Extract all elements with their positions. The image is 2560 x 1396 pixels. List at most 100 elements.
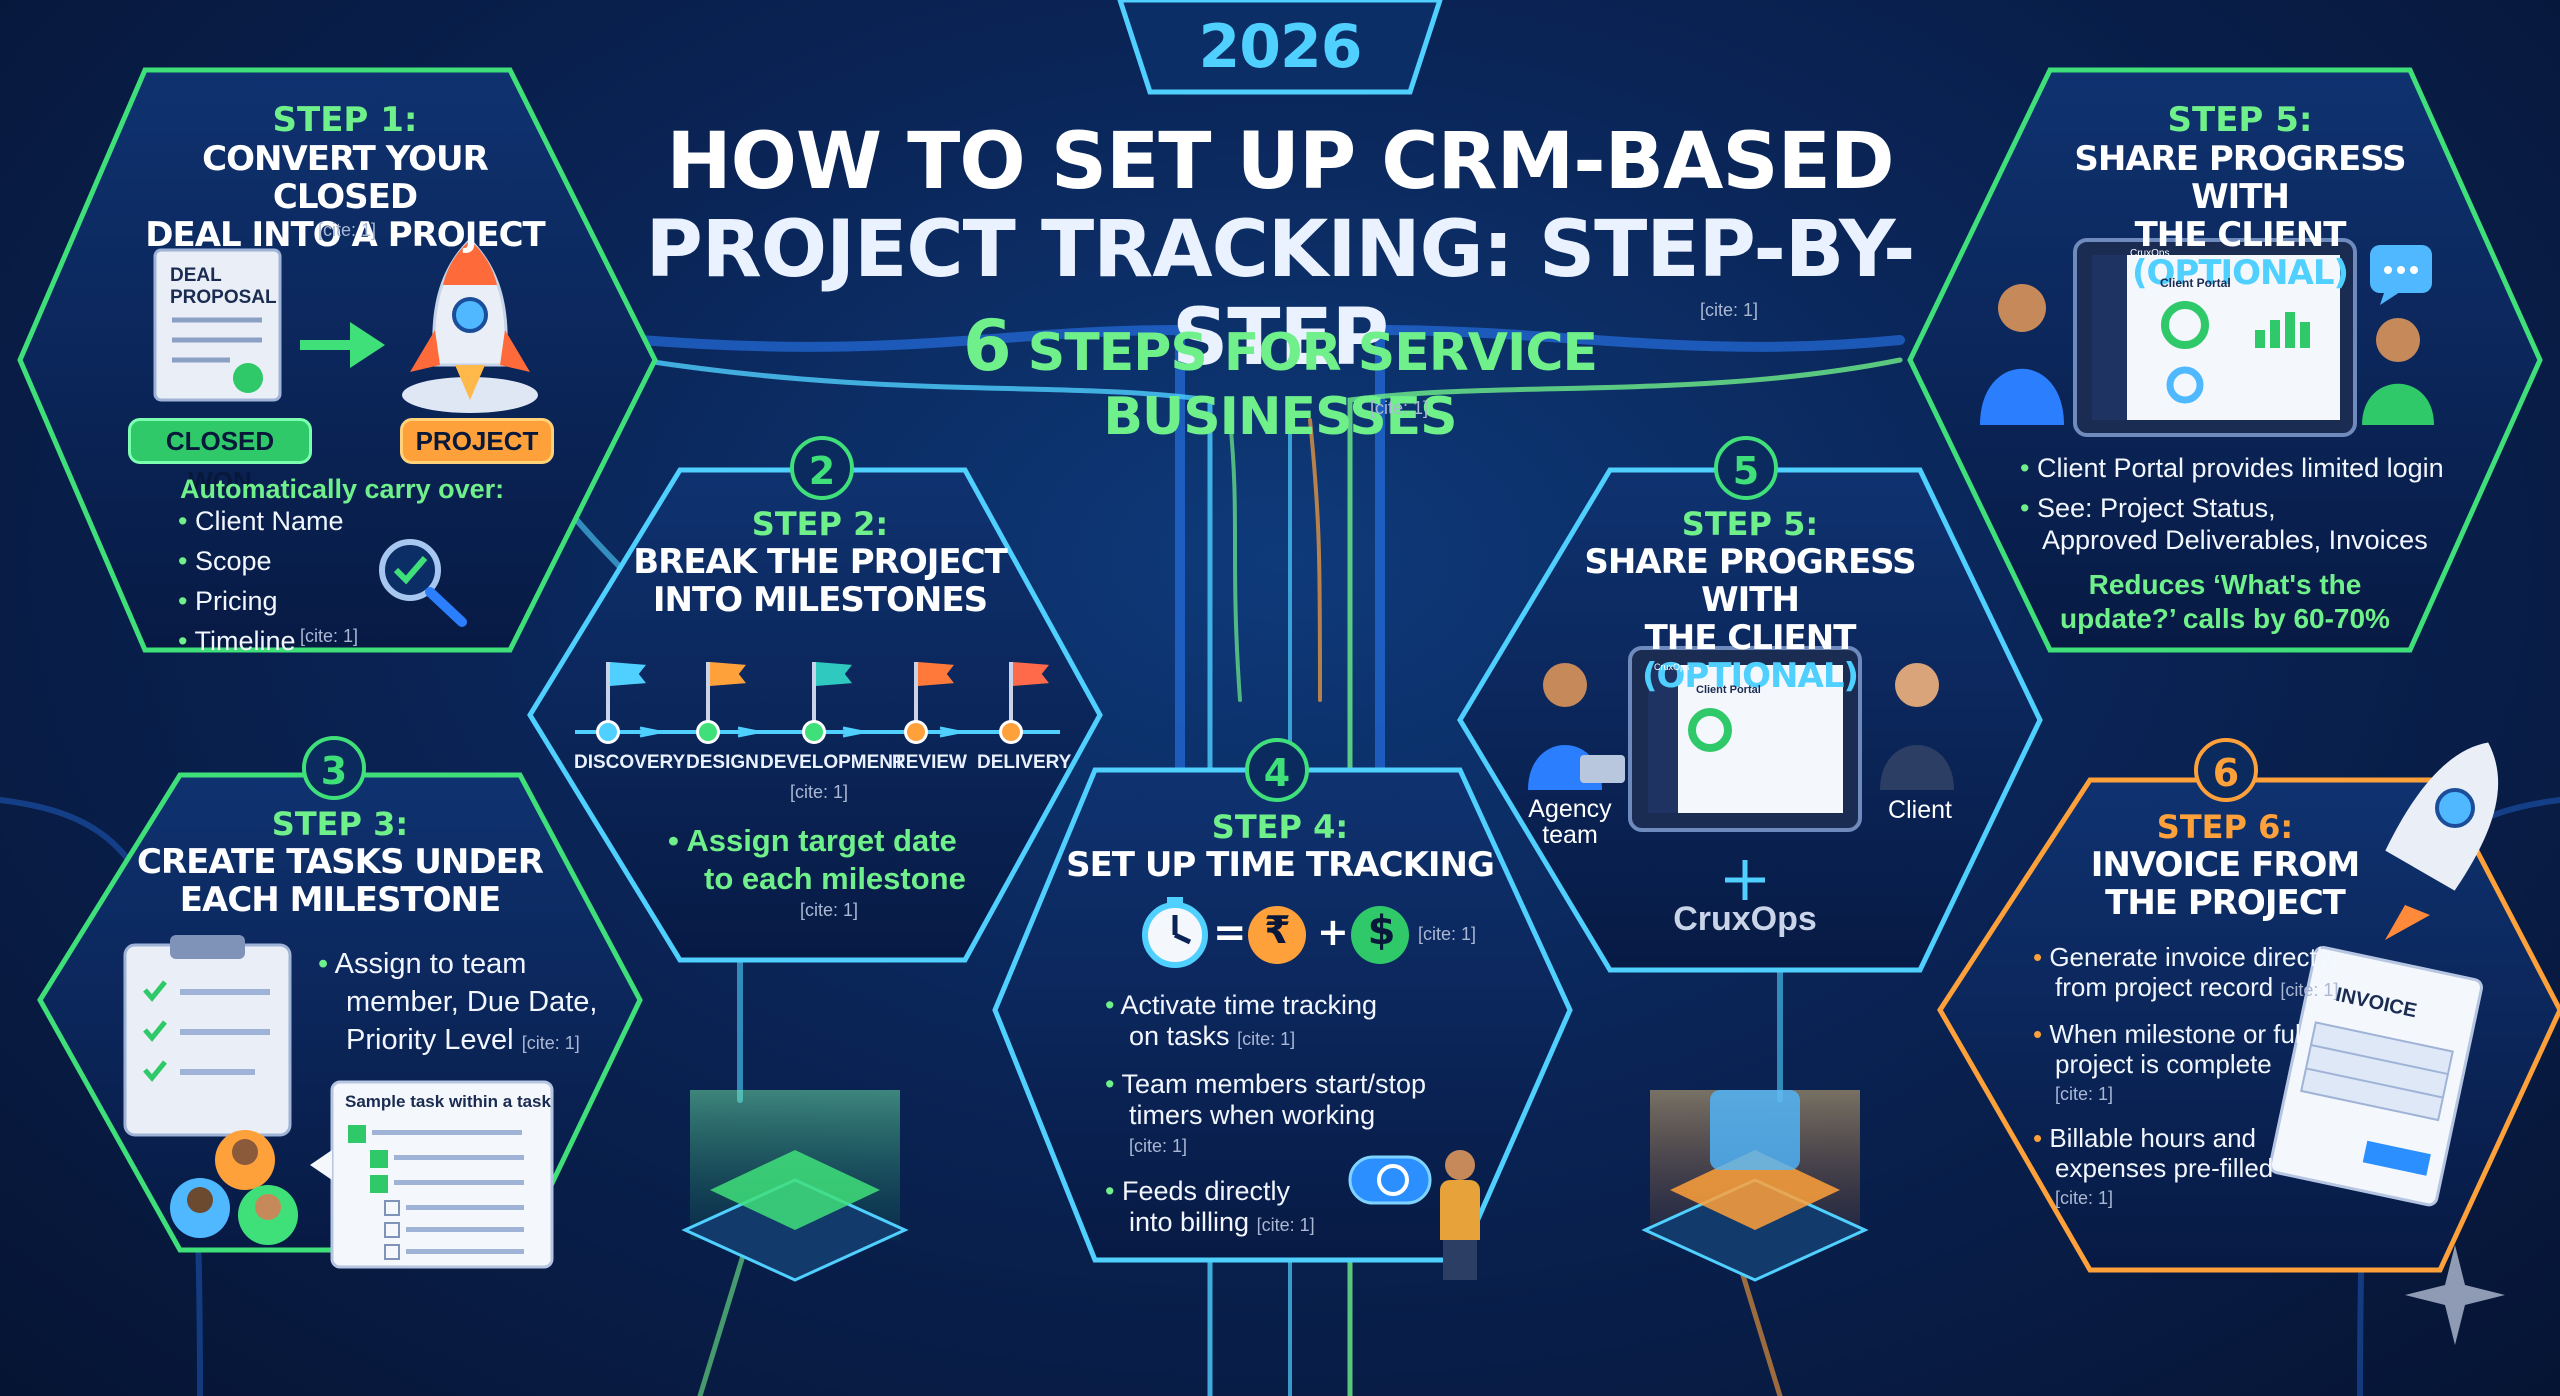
doc-label: DEAL PROPOSAL	[170, 265, 277, 309]
sample-task-title: Sample task within a task	[345, 1092, 551, 1111]
milestone-label: DEVELOPMENT	[760, 752, 905, 773]
step3-number: 3	[302, 736, 366, 800]
step5c-title-1: SHARE PROGRESS WITH	[1584, 542, 1916, 621]
year-label: 2026	[1198, 12, 1363, 82]
agency-person-icon	[1528, 663, 1625, 790]
step3-cite: [cite: 1]	[521, 1033, 580, 1053]
equals-sign: =	[1213, 910, 1247, 956]
cruxops-brand: CruxOps	[1673, 900, 1817, 938]
checkbox-empty	[384, 1200, 400, 1216]
team-avatars	[170, 1130, 298, 1245]
flag-pole	[606, 662, 610, 732]
step3-bullet-1: Assign to team	[334, 948, 527, 980]
step3-tag: STEP 3:	[271, 805, 409, 843]
flag-pole	[706, 662, 710, 732]
list-item: • Generate invoice directly	[2033, 942, 2336, 972]
carry-over-label: Automatically carry over:	[180, 474, 505, 504]
task-line	[372, 1130, 522, 1135]
step1-tag: STEP 1:	[272, 100, 418, 140]
checkbox-empty	[384, 1222, 400, 1238]
step3-bullet-2: member, Due Date,	[346, 986, 598, 1018]
step6-heading: STEP 6: INVOICE FROM THE PROJECT	[2030, 808, 2420, 922]
step2-cite-2: [cite: 1]	[800, 900, 859, 920]
dollar-symbol: $	[1367, 908, 1396, 954]
list-item-cont: Approved Deliverables, Invoices	[2042, 525, 2428, 555]
hex-step1	[17, 67, 658, 653]
step5r-note: Reduces ‘What's the update?’ calls by 60…	[2030, 568, 2420, 636]
green-pedestal	[681, 1090, 909, 1282]
head	[1445, 1150, 1475, 1180]
step1-title-2: DEAL INTO A PROJECT	[145, 215, 545, 256]
closed-won-badge: CLOSED WON	[128, 418, 312, 496]
list-item: • Billable hours and	[2033, 1123, 2257, 1153]
doc-label-1: DEAL	[170, 265, 222, 286]
milestone-dot	[596, 720, 620, 744]
step3-title-2: EACH MILESTONE	[179, 880, 501, 921]
list-item: • See: Project Status,	[2020, 493, 2276, 523]
step1-title-1: CONVERT YOUR CLOSED	[202, 139, 489, 218]
step4-number: 4	[1245, 738, 1309, 802]
step4-tag: STEP 4:	[1211, 808, 1349, 846]
step6-cite-3: [cite: 1]	[2055, 1188, 2114, 1208]
milestone-dot	[696, 720, 720, 744]
subtitle-number: 6	[962, 305, 1012, 387]
checkbox-checked	[370, 1175, 388, 1193]
list-item: • Scope	[178, 545, 272, 576]
doc-label-2: PROPOSAL	[170, 287, 277, 308]
list-item: • When milestone or full	[2033, 1019, 2307, 1049]
flag-pole	[1009, 662, 1013, 732]
step5r-title-1: SHARE PROGRESS WITH	[2074, 139, 2406, 218]
page-title: HOW TO SET UP CRM-BASED PROJECT TRACKING…	[640, 118, 1920, 382]
clipboard-icon	[123, 935, 292, 1137]
client-label: Client	[1888, 796, 1952, 824]
dollar-coin-icon	[1351, 906, 1409, 964]
step6-title-1: INVOICE FROM	[2090, 845, 2361, 885]
step1-cite: [cite: 1]	[318, 220, 377, 240]
invoice-document-icon	[2268, 945, 2483, 1207]
step3-bullet: • Assign to team member, Due Date, Prior…	[318, 948, 598, 1056]
milestone-label: DESIGN	[686, 752, 759, 773]
checkbox-empty	[384, 1244, 400, 1260]
rocket-icon-large	[2385, 742, 2499, 940]
step5r-tag: STEP 5:	[2167, 100, 2313, 140]
list-item: • Feeds directly	[1105, 1176, 1291, 1206]
task-line	[406, 1227, 524, 1232]
milestone-label: DELIVERY	[977, 752, 1072, 773]
stopwatch-icon	[1142, 897, 1208, 968]
portal-app-name: CruxOps	[1654, 662, 1690, 672]
list-item: • Timeline	[178, 625, 296, 656]
step6-cite-2: [cite: 1]	[2055, 1084, 2114, 1104]
step6-number: 6	[2194, 738, 2258, 802]
step4-title: SET UP TIME TRACKING	[1066, 845, 1495, 885]
step4-cite: [cite: 1]	[1418, 924, 1477, 944]
sparkle-icon	[2405, 1245, 2505, 1345]
client-person-icon	[1880, 663, 1954, 790]
step1-heading: STEP 1: CONVERT YOUR CLOSED DEAL INTO A …	[140, 100, 550, 254]
note-line-2: update?’ calls by 60-70%	[2060, 603, 2390, 634]
checkbox-checked	[348, 1125, 366, 1143]
task-line	[406, 1205, 524, 1210]
header-cite: [cite: 1]	[1700, 300, 1759, 320]
plus-sign: +	[1317, 910, 1349, 954]
title-line-2: PROJECT TRACKING: STEP-BY-STEP	[645, 205, 1916, 383]
flag-pole	[812, 662, 816, 732]
client-portal-monitor	[1628, 646, 1862, 832]
task-line	[406, 1249, 524, 1254]
client-portal-laptop	[2073, 238, 2357, 437]
portal-title-2: Client Portal	[2160, 276, 2231, 290]
step4-heading: STEP 4: SET UP TIME TRACKING	[1060, 808, 1500, 884]
step2-title-1: BREAK THE PROJECT	[633, 542, 1008, 582]
flag-pole	[914, 662, 918, 732]
cruxops-logo-icon	[1725, 860, 1765, 900]
step3-title-1: CREATE TASKS UNDER	[136, 842, 544, 882]
list-item: • Pricing	[178, 585, 278, 616]
list-item-cont: project is complete	[2055, 1049, 2272, 1079]
step5c-tag: STEP 5:	[1681, 505, 1819, 543]
list-item-cont: expenses pre-filled	[2055, 1153, 2274, 1183]
milestone-dot	[802, 720, 826, 744]
document-icon	[153, 248, 282, 402]
step2-title-2: INTO MILESTONES	[652, 580, 988, 621]
legs	[1443, 1240, 1477, 1280]
body	[1440, 1180, 1480, 1240]
